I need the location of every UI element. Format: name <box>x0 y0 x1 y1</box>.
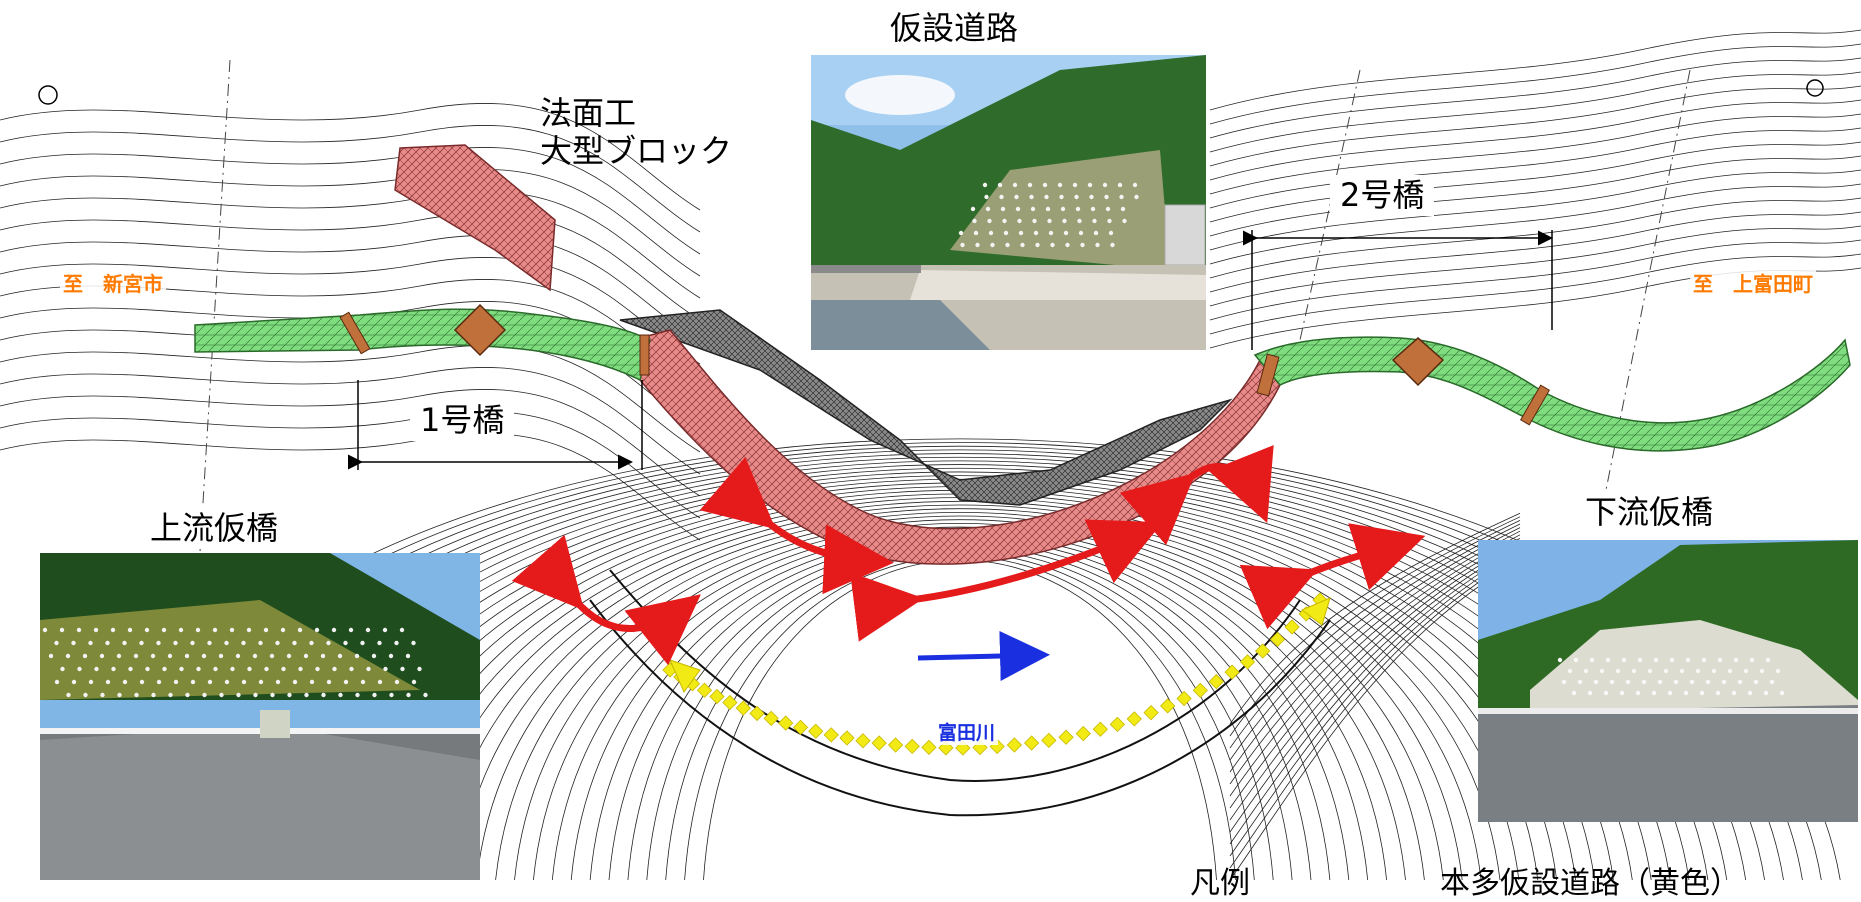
label-slope-work-line1: 法面工 <box>540 94 637 132</box>
flow-arrow-icon <box>511 445 1426 666</box>
slope-work-block <box>394 144 556 292</box>
label-bridge1: 1号橋 <box>410 400 515 441</box>
label-to-shingu: 至 新宮市 <box>60 268 166 297</box>
gray-embankment <box>619 309 1233 506</box>
road-red-section <box>639 329 1281 565</box>
label-slope-work-line2: 大型ブロック <box>540 132 733 171</box>
label-to-kamitonda: 至 上富田町 <box>1690 268 1816 297</box>
label-slope-work: 法面工 大型ブロック <box>530 92 742 173</box>
road-green-west <box>194 308 651 382</box>
road-green-east <box>1253 336 1851 452</box>
label-downstream-temp-bridge: 下流仮橋 <box>1575 492 1724 533</box>
label-river: 富田川 <box>935 718 999 745</box>
bridge-abutments <box>339 311 1551 426</box>
river-flow-arrow <box>917 630 1050 681</box>
legend-item: 本多仮設道路（黄色） <box>1440 866 1740 901</box>
label-temp-road: 仮設道路 <box>880 8 1029 49</box>
legend-title: 凡例 <box>1190 866 1250 901</box>
span-dimension-lines <box>348 230 1553 470</box>
label-upstream-temp-bridge: 上流仮橋 <box>140 508 289 549</box>
photo-upstream-temp-bridge <box>40 553 480 880</box>
north-marker-icon <box>38 79 1824 105</box>
photo-temp-road <box>811 55 1206 350</box>
plan-drawing <box>0 29 1861 881</box>
label-bridge2: 2号橋 <box>1330 175 1435 216</box>
detour-yellow-dots <box>662 592 1328 756</box>
site-plan-diagram: 仮設道路 法面工 大型ブロック 1号橋 2号橋 上流仮橋 下流仮橋 至 新宮市 … <box>0 8 1861 901</box>
bridge-pier-icon <box>453 303 1445 387</box>
photo-downstream-temp-bridge <box>1478 540 1858 822</box>
